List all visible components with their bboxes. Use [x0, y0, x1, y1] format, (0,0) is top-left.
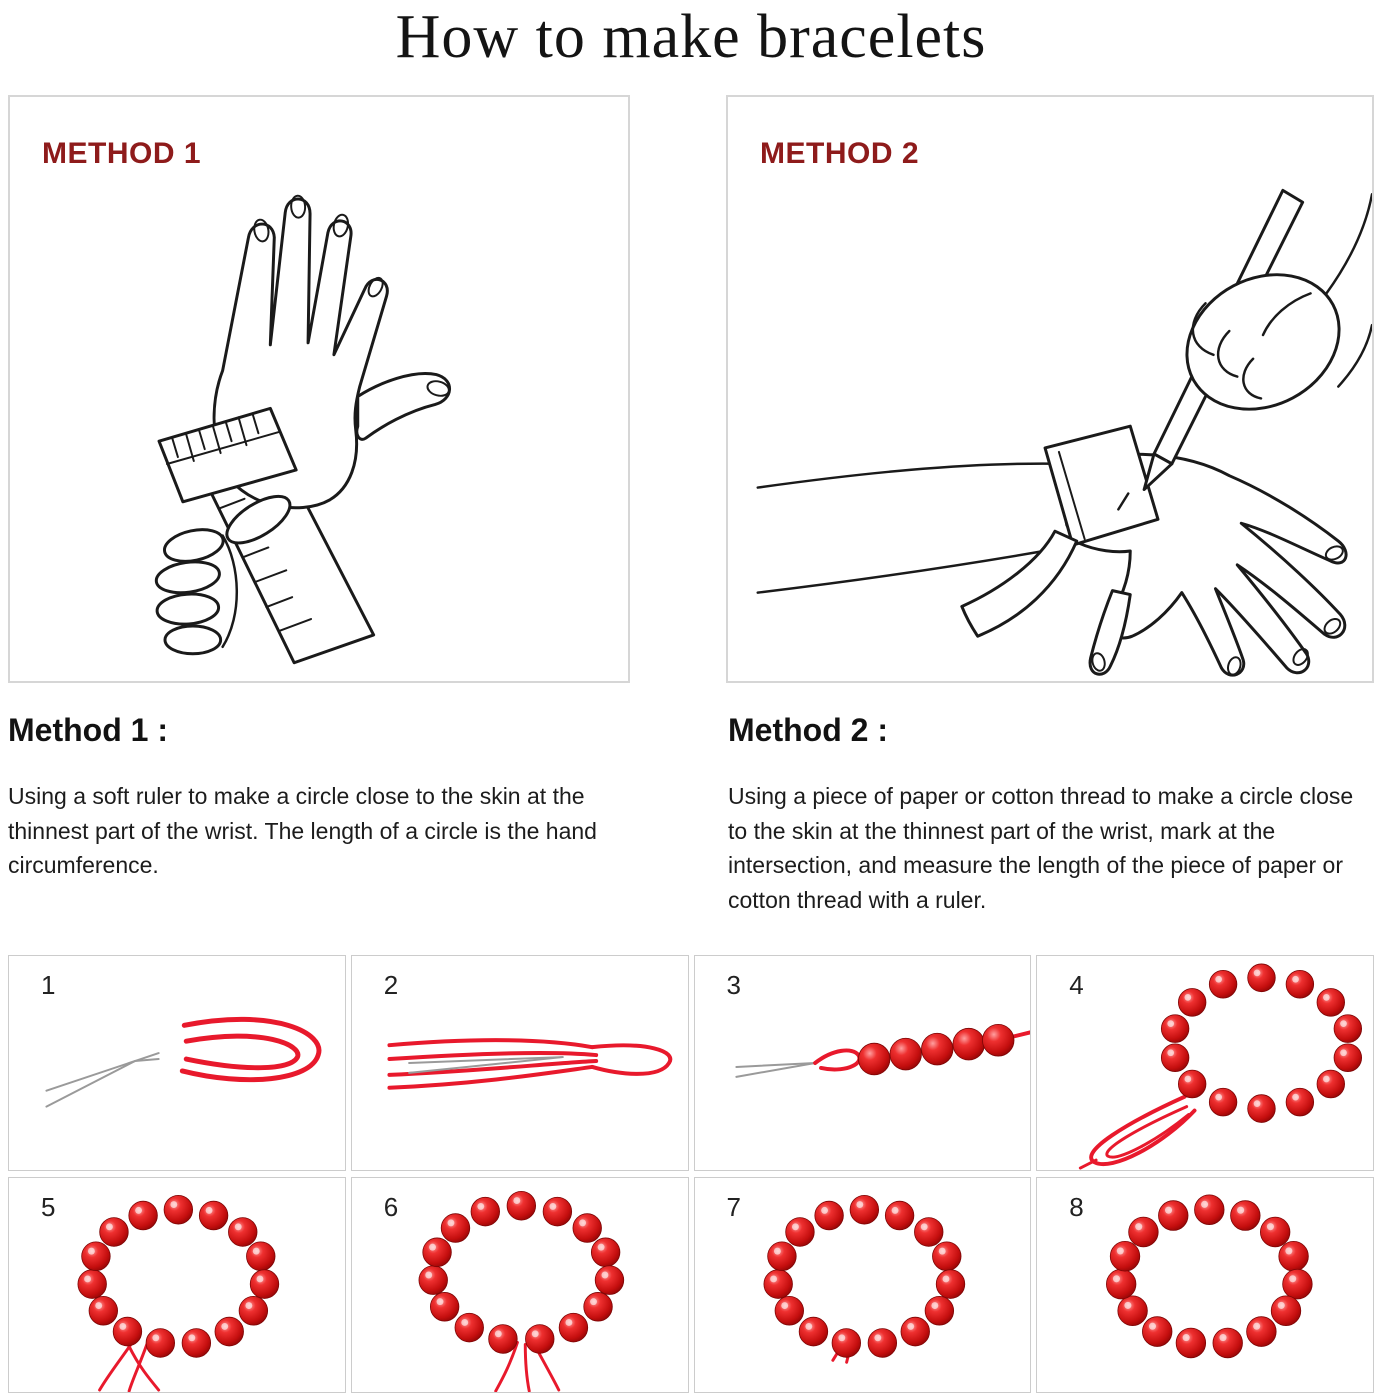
method1-text: Method 1 : Using a soft ruler to make a …: [8, 712, 628, 917]
steps-grid: 1 2 3: [8, 955, 1374, 1393]
gripping-hand: [154, 494, 292, 656]
step-number: 1: [41, 970, 56, 1000]
step2-illustration: [387, 1038, 672, 1090]
step-number: 8: [1069, 1192, 1084, 1222]
method1-panel: METHOD 1: [8, 95, 630, 683]
step4-illustration: [1079, 963, 1363, 1170]
paper-tail: [960, 529, 1079, 638]
method1-label: METHOD 1: [42, 137, 202, 170]
pen-holding-hand: [1185, 193, 1372, 411]
thumb-outline: [355, 372, 452, 441]
step-number: 2: [383, 970, 399, 1000]
step1-illustration: [45, 1016, 322, 1108]
method1-description: Using a soft ruler to make a circle clos…: [8, 783, 597, 878]
step-number: 4: [1069, 970, 1084, 1000]
step-cell-7: 7: [693, 1177, 1032, 1393]
method2-description: Using a piece of paper or cotton thread …: [728, 783, 1354, 913]
step5-illustration: [77, 1194, 280, 1392]
step-number: 6: [383, 1192, 399, 1222]
step7-illustration: [763, 1194, 965, 1364]
bead-bracelet: [1161, 963, 1363, 1123]
pen-mark: [1117, 492, 1130, 511]
method-panels-row: METHOD 1: [8, 95, 1374, 683]
bead-bracelet: [77, 1194, 280, 1358]
step-cell-2: 2: [350, 955, 689, 1171]
step8-illustration: [1106, 1194, 1313, 1359]
step-cell-4: 4: [1036, 955, 1374, 1171]
step-number: 5: [41, 1192, 56, 1222]
step-number: 7: [726, 1192, 741, 1222]
method2-label: METHOD 2: [760, 137, 920, 170]
method2-text: Method 2 : Using a piece of paper or cot…: [728, 712, 1372, 917]
ruler-band: [157, 406, 298, 504]
method1-heading: Method 1 :: [8, 712, 168, 748]
step-cell-5: 5: [8, 1177, 346, 1393]
bead-bracelet: [418, 1190, 624, 1354]
method2-panel: METHOD 2: [726, 95, 1374, 683]
bead-bracelet: [1106, 1194, 1313, 1359]
paper-strip: [1043, 424, 1160, 547]
step6-illustration: [418, 1190, 624, 1392]
method2-heading: Method 2 :: [728, 712, 888, 748]
page-title: How to make bracelets: [395, 3, 987, 71]
step-cell-6: 6: [350, 1177, 689, 1393]
step3-illustration: [734, 1023, 1031, 1078]
bead-bracelet: [763, 1194, 965, 1358]
step-cell-8: 8: [1036, 1177, 1374, 1393]
wrist-marking-illustration: [756, 188, 1372, 677]
step-cell-1: 1: [8, 955, 346, 1171]
step-cell-3: 3: [693, 955, 1032, 1171]
wrist-ruler-illustration: [154, 194, 452, 665]
step-number: 3: [726, 970, 741, 1000]
method-descriptions: Method 1 : Using a soft ruler to make a …: [8, 712, 1372, 917]
thumb-outline: [1088, 589, 1132, 676]
